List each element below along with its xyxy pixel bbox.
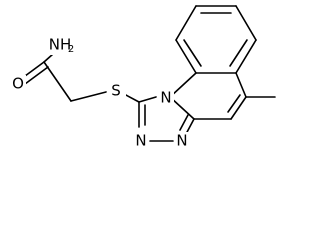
bond-b6-inner xyxy=(183,39,202,67)
bond-b2-inner xyxy=(229,39,248,67)
atom-labels: NH 2 O S N N N xyxy=(10,35,190,150)
nh2-subscript: 2 xyxy=(68,44,74,55)
bond-c5-c4a xyxy=(235,72,247,98)
o-label-bg xyxy=(10,75,26,93)
bond-b3 xyxy=(235,5,257,41)
bond-n-c8a xyxy=(169,72,197,98)
nitrogen-label-3: N xyxy=(176,132,187,150)
molecule-diagram: NH 2 O S N N N xyxy=(10,5,276,150)
oxygen-label: O xyxy=(12,75,24,93)
bond-c4-c5 xyxy=(230,96,247,120)
n1-label-bg xyxy=(158,89,174,107)
nh2-label: NH xyxy=(49,36,72,54)
s-label-bg xyxy=(108,82,126,100)
bond-b2 xyxy=(235,39,257,74)
structure-svg: NH 2 O S N N N xyxy=(10,5,276,150)
bond-layer xyxy=(20,5,276,142)
nitrogen-label-2: N xyxy=(135,132,146,150)
n3-label-bg xyxy=(174,132,190,150)
bond-ch2-s xyxy=(70,91,107,102)
bond-n3-c xyxy=(185,118,195,135)
nitrogen-label-1: N xyxy=(160,89,171,107)
n2-label-bg xyxy=(133,132,149,150)
bond-b5 xyxy=(175,5,197,41)
bond-s-c xyxy=(123,93,140,103)
sulfur-label: S xyxy=(111,82,121,100)
bond-b6 xyxy=(175,39,197,74)
bond-n3-c-double xyxy=(179,114,189,131)
bond-c4-c5-double xyxy=(227,94,241,113)
bond-c-o-double-2 xyxy=(24,66,49,85)
bond-c1-n-ring xyxy=(138,96,157,103)
nh2-label-bg xyxy=(50,35,78,55)
bond-c-ch2 xyxy=(43,61,72,102)
